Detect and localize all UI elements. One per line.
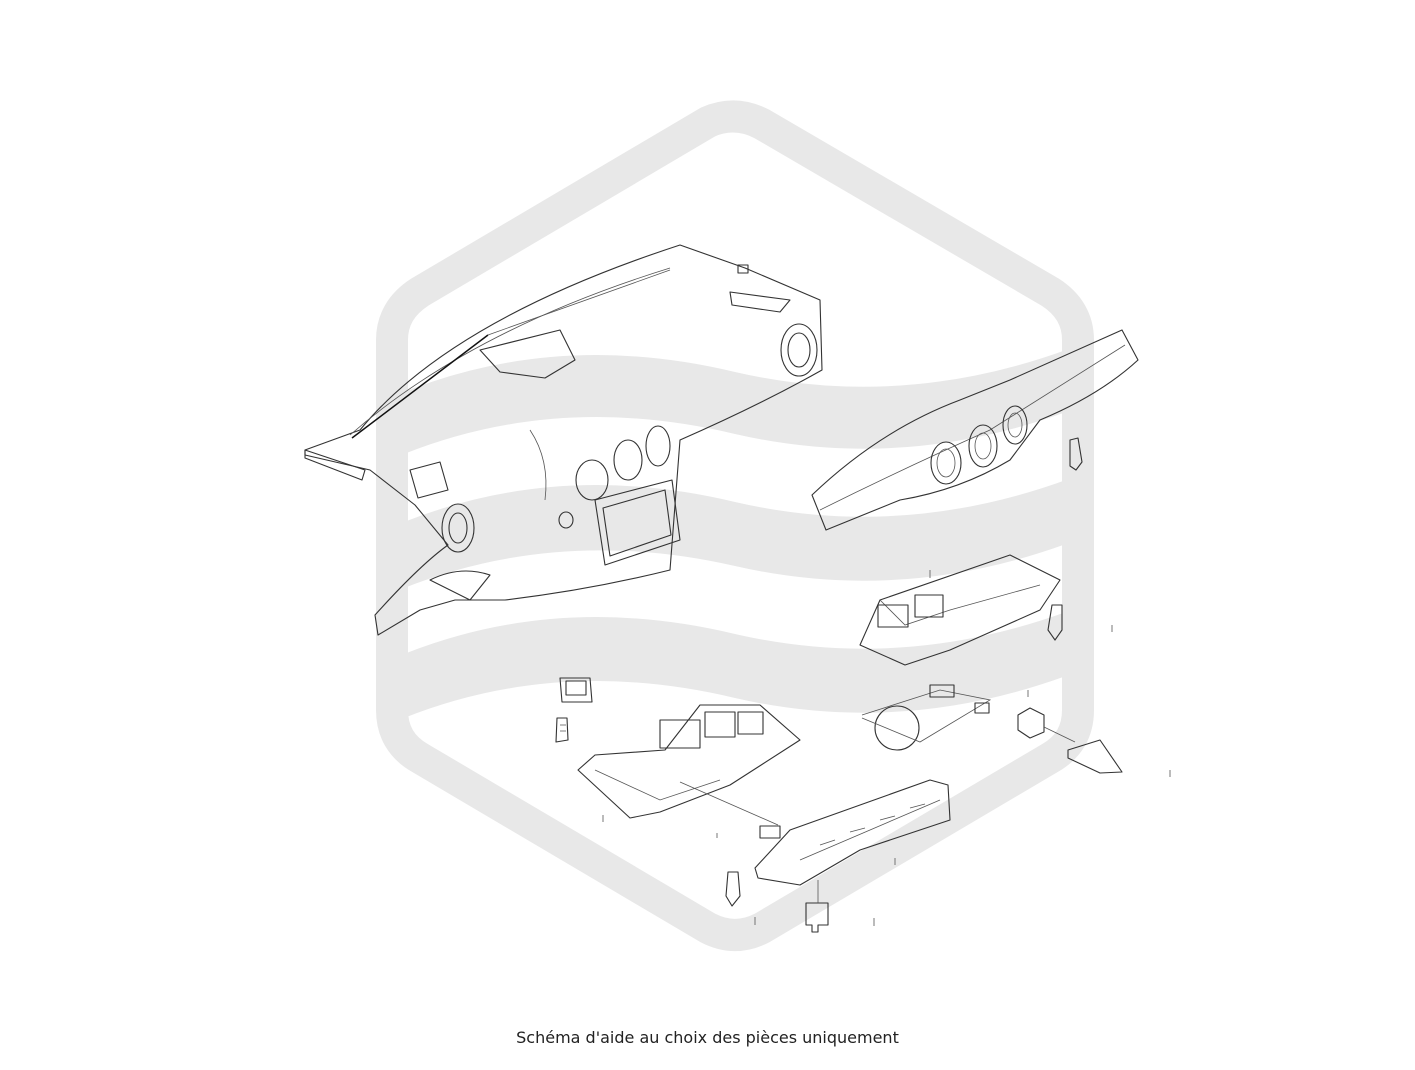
connector-detail (861, 684, 1123, 774)
brand-watermark-logo (376, 100, 1094, 951)
vent-trim-panel (811, 329, 1139, 531)
console-component (555, 677, 801, 819)
tray-component-upper (859, 554, 1063, 666)
lower-trim-bar (679, 779, 951, 933)
dashboard-panel (304, 244, 823, 636)
leader-ticks (602, 570, 1171, 926)
diagram-caption: Schéma d'aide au choix des pièces unique… (516, 1028, 899, 1047)
